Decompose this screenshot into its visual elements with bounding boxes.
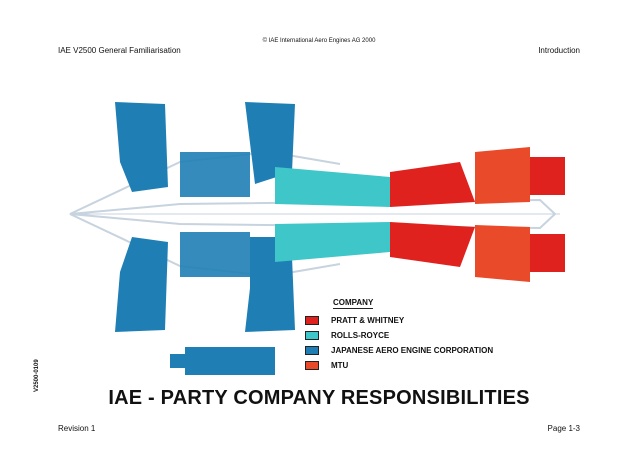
legend-label: ROLLS-ROYCE: [331, 331, 390, 340]
figure-title: IAE - PARTY COMPANY RESPONSIBILITIES: [108, 387, 530, 409]
hp-compressor-upper: [275, 167, 390, 207]
legend-item: MTU: [305, 358, 535, 373]
legend-item: ROLLS-ROYCE: [305, 328, 535, 343]
exhaust-nozzle-lower: [530, 234, 565, 272]
document-title: IAE V2500 General Familiarisation: [58, 46, 181, 55]
jaec-fan-section: [115, 102, 295, 375]
legend-heading: COMPANY: [333, 298, 374, 309]
legend-item: PRATT & WHITNEY: [305, 313, 535, 328]
lp-turbine-lower: [475, 225, 530, 282]
legend-item: JAPANESE AERO ENGINE CORPORATION: [305, 343, 535, 358]
gearbox-drive: [170, 354, 188, 368]
section-title: Introduction: [538, 46, 580, 55]
rolls-royce-hp-compressor: [275, 167, 390, 262]
combustor-lower: [390, 222, 475, 267]
legend-label: JAPANESE AERO ENGINE CORPORATION: [331, 346, 494, 355]
legend-label: MTU: [331, 361, 349, 370]
fan-blade-lower: [115, 237, 168, 332]
legend-swatch-mtu: [305, 361, 319, 370]
legend-label: PRATT & WHITNEY: [331, 316, 405, 325]
hp-compressor-lower: [275, 222, 390, 262]
copyright-notice: © IAE International Aero Engines AG 2000: [262, 38, 376, 44]
legend-swatch-rolls-royce: [305, 331, 319, 340]
revision-label: Revision 1: [58, 424, 96, 433]
pratt-whitney-section: [390, 157, 565, 272]
lp-compressor-lower: [180, 232, 250, 277]
fan-blade-upper: [115, 102, 168, 192]
gearbox: [185, 347, 275, 375]
exhaust-nozzle-upper: [530, 157, 565, 195]
company-legend: COMPANY PRATT & WHITNEY ROLLS-ROYCE JAPA…: [305, 292, 535, 373]
outlet-guide-vane-upper: [245, 102, 295, 184]
mtu-lp-turbine: [475, 147, 530, 282]
legend-swatch-pratt-whitney: [305, 316, 319, 325]
fan-frame-lower: [250, 237, 275, 322]
engine-cross-section-diagram: [69, 102, 565, 375]
combustor-upper: [390, 162, 475, 207]
page-number: Page 1-3: [547, 424, 580, 433]
legend-swatch-jaec: [305, 346, 319, 355]
lp-turbine-upper: [475, 147, 530, 204]
lp-compressor-upper: [180, 152, 250, 197]
